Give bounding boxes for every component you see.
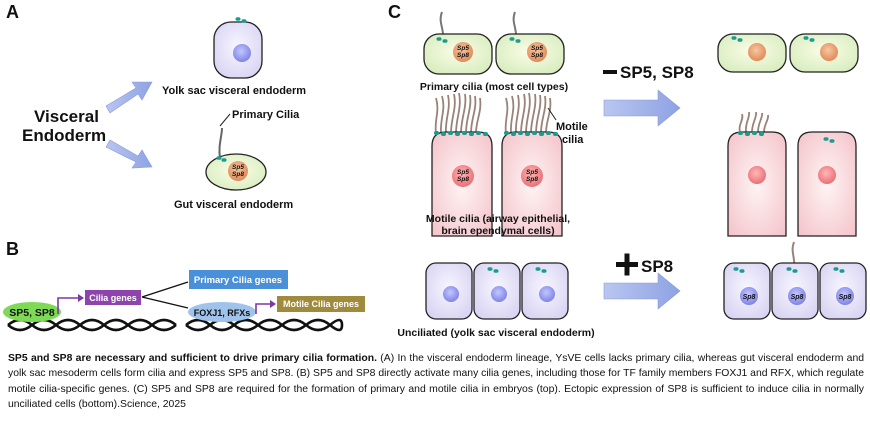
gut-label: Gut visceral endoderm [174, 199, 293, 211]
sp5-sp8-label: SP5, SP8 [9, 307, 55, 319]
panel-b-letter: B [6, 239, 19, 259]
panel-c-letter: C [388, 2, 401, 22]
plus-label: SP8 [641, 257, 673, 276]
motile-caption-1: Motile cilia (airway epithelial, [426, 213, 570, 225]
visceral-label: Visceral [34, 107, 99, 126]
ectopic-cell-1 [723, 262, 771, 320]
primary-cilia-caption: Primary cilia (most cell types) [420, 81, 568, 93]
ko-primary-cell-1 [717, 33, 787, 73]
plus-sign [616, 253, 638, 276]
minus-label: SP5, SP8 [620, 63, 694, 82]
cilia-genes-label: Cilia genes [89, 293, 137, 303]
arrow-to-yolk [105, 81, 153, 114]
primary-cilia-cell-2 [495, 11, 565, 75]
activation-arrow-2 [255, 303, 270, 314]
ectopic-nucleus-1: Sp8 [743, 294, 756, 301]
primary-cilia-cell-1 [423, 11, 493, 75]
pc2-sp5: Sp5 [531, 45, 543, 52]
gut-cell [205, 127, 267, 191]
activation-arrow-1 [57, 297, 78, 314]
minus-arrow [603, 89, 681, 127]
sp5-sp8-oval [3, 302, 61, 322]
mc1-sp8: Sp8 [457, 176, 469, 183]
unciliated-cell-2 [473, 262, 521, 320]
primary-cilia-genes-box [189, 270, 288, 289]
motile-caption-2: brain ependymal cells) [441, 225, 554, 237]
motile-cilia-cell-2 [501, 92, 563, 237]
ko-motile-cell-1 [727, 111, 787, 237]
yolk-sac-cell [213, 17, 263, 79]
ectopic-cell-2 [771, 241, 819, 320]
dna-helix-2 [185, 318, 344, 332]
unciliated-cell-1 [425, 262, 473, 320]
branch-line-up [141, 281, 189, 298]
figure-caption: SP5 and SP8 are necessary and sufficient… [8, 351, 864, 413]
unciliated-cell-3 [521, 262, 569, 320]
motile-cilia-cell-1 [431, 92, 493, 237]
pc1-sp8: Sp8 [457, 52, 469, 59]
minus-sign [603, 70, 617, 74]
panel-a-letter: A [6, 2, 19, 22]
mc2-sp8: Sp8 [526, 176, 538, 183]
caption-body: (A) In the visceral endoderm lineage, Ys… [8, 353, 864, 411]
motile-cilia-genes-label: Motile Cilia genes [283, 299, 359, 309]
mc2-sp5: Sp5 [526, 169, 538, 176]
mc1-sp5: Sp5 [457, 169, 469, 176]
arrow-to-gut [105, 139, 153, 169]
foxj1-rfx-oval [188, 302, 256, 322]
plus-arrow [603, 272, 681, 310]
cilia-genes-box [85, 290, 141, 305]
motile-label-1: Motile [556, 121, 588, 133]
pc1-sp5: Sp5 [457, 45, 469, 52]
ko-motile-cell-2 [797, 131, 857, 237]
endoderm-label: Endoderm [22, 126, 106, 145]
ectopic-nucleus-3: Sp8 [839, 294, 852, 301]
primary-cilia-genes-label: Primary Cilia genes [194, 275, 282, 286]
branch-line-down [141, 296, 189, 309]
pc2-sp8: Sp8 [531, 52, 543, 59]
motile-label-2: cilia [562, 134, 584, 146]
motile-cilia-genes-box [277, 296, 365, 312]
yolk-sac-label: Yolk sac visceral endoderm [162, 85, 306, 97]
gut-nucleus-sp5: Sp5 [232, 164, 244, 171]
primary-cilia-label: Primary Cilia [232, 109, 300, 121]
dna-helix-1 [7, 318, 177, 332]
ectopic-nucleus-2: Sp8 [791, 294, 804, 301]
motile-cilia-pointer [547, 107, 557, 121]
caption-title: SP5 and SP8 are necessary and sufficient… [8, 353, 377, 364]
gut-nucleus-sp8: Sp8 [232, 171, 244, 178]
figure: A Visceral Endoderm Yolk sac visceral en… [3, 2, 867, 339]
foxj1-rfx-label: FOXJ1, RFXs [194, 308, 251, 318]
ectopic-cell-3 [819, 262, 867, 320]
primary-cilia-pointer [219, 113, 231, 127]
ko-primary-cell-2 [789, 33, 859, 73]
unciliated-caption: Unciliated (yolk sac visceral endoderm) [397, 327, 594, 339]
